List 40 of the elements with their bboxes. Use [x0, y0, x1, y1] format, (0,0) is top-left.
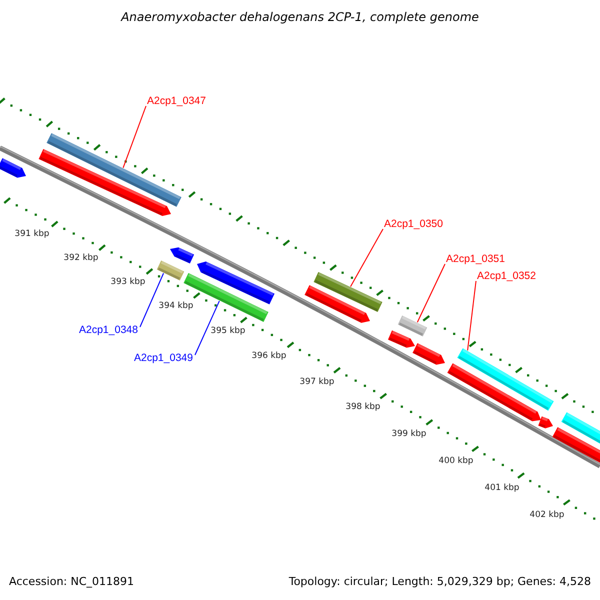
gene-label: A2cp1_0348	[79, 324, 138, 337]
scale-label: 396 kbp	[250, 350, 288, 362]
scale-label: 391 kbp	[14, 228, 50, 240]
gene-label: A2cp1_0351	[446, 253, 505, 266]
gene-label: A2cp1_0349	[134, 352, 193, 365]
leader-line	[140, 272, 164, 328]
leader-line	[122, 106, 146, 168]
gene-block	[0, 158, 26, 178]
gene-block	[38, 149, 171, 216]
gene-bar	[314, 272, 382, 312]
gene-bar	[156, 260, 184, 280]
scale-label: 399 kbp	[390, 428, 428, 440]
gene-block	[412, 343, 445, 365]
gene-block	[388, 330, 415, 348]
scale-label: 397 kbp	[298, 376, 336, 388]
scale-label: 394 kbp	[158, 300, 194, 312]
gene-block	[538, 416, 553, 428]
scale-label: 401 kbp	[484, 482, 520, 494]
gene-label: A2cp1_0352	[477, 270, 536, 283]
scale-label: 392 kbp	[62, 252, 100, 264]
scale-label: 398 kbp	[344, 402, 382, 412]
leader-line	[194, 300, 220, 356]
gene-block	[197, 262, 275, 304]
scale-label: 400 kbp	[438, 456, 474, 466]
scale-label: 393 kbp	[110, 276, 146, 288]
gene-label: A2cp1_0350	[384, 218, 443, 231]
scale-label: 395 kbp	[210, 326, 246, 336]
diagram-title: Anaeromyxobacter dehalogenans 2CP-1, complete genome	[121, 10, 479, 24]
leader-line	[467, 280, 476, 351]
gene-block	[447, 363, 541, 422]
gene-bar	[457, 348, 554, 411]
gene-block	[304, 285, 370, 323]
gene-label: A2cp1_0347	[147, 95, 206, 108]
gene-bar	[398, 316, 428, 336]
scale-label: 402 kbp	[528, 510, 566, 520]
accession-text: Accession: NC_011891	[9, 575, 134, 588]
gene-block	[170, 247, 194, 264]
leader-line	[416, 264, 446, 323]
genome-summary-text: Topology: circular; Length: 5,029,329 bp; Genes: 4,528	[288, 575, 591, 588]
gene-bar	[46, 133, 182, 207]
